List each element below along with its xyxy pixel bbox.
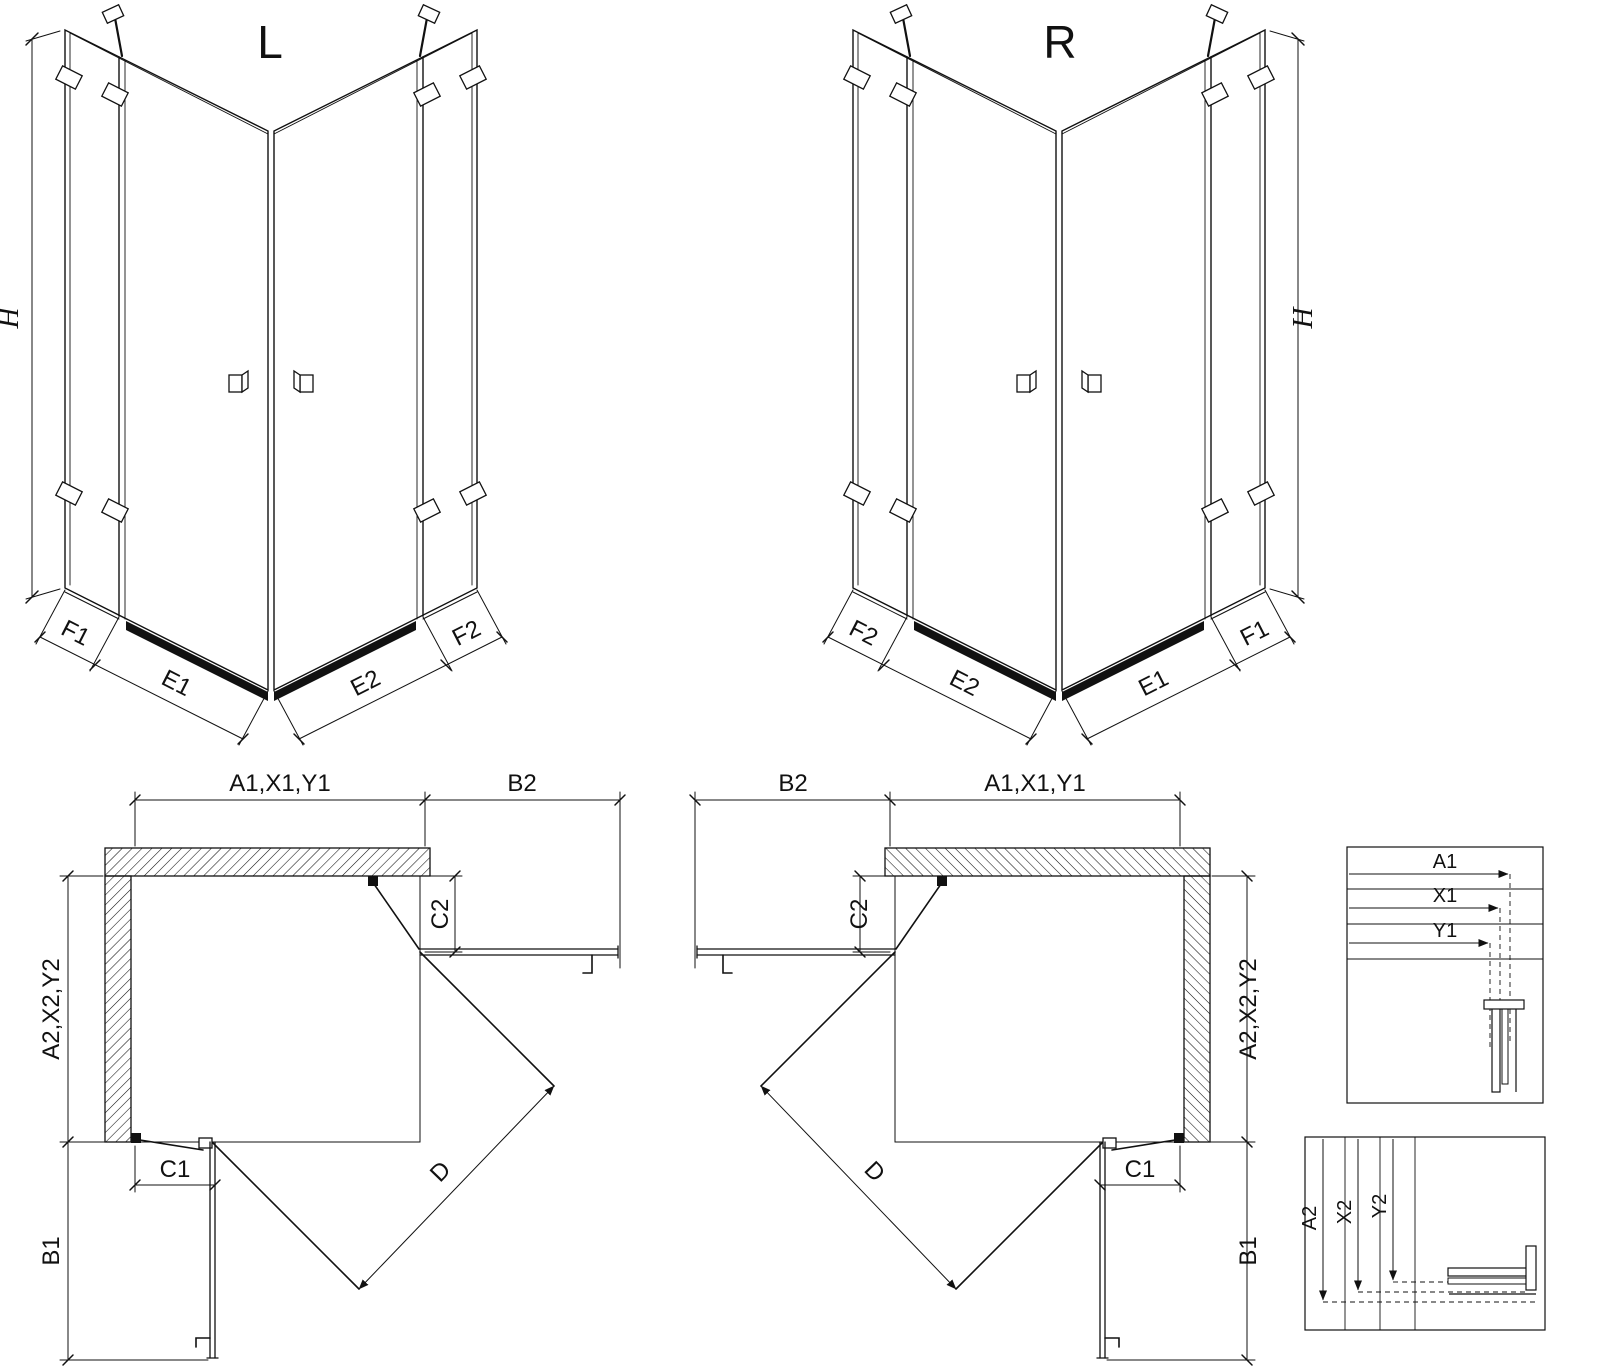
dim-label-a2x2y2-right: A2,X2,Y2 <box>1235 958 1262 1059</box>
dim-label-e2-right: E2 <box>945 665 983 702</box>
detail-vertical-dimensions: A2 X2 Y2 <box>1299 1136 1546 1331</box>
dim-label-d-right: D <box>859 1156 890 1187</box>
dim-label-c1-right: C1 <box>1125 1156 1156 1183</box>
dim-label-b1-left: B1 <box>38 1236 65 1265</box>
dim-label-y2-detail: Y2 <box>1369 1194 1391 1218</box>
dim-label-f1-left: F1 <box>57 615 94 652</box>
dim-label-c2-left: C2 <box>427 899 454 930</box>
detail-top-frame <box>1346 846 1544 1104</box>
dim-label-a1x1y1-right: A1,X1,Y1 <box>984 770 1085 797</box>
plan-view-left: A1,X1,Y1 B2 C2 A2,X2,Y2 C1 B1 D <box>38 770 625 1365</box>
dim-label-x1-detail: X1 <box>1433 885 1457 907</box>
variant-label-right: R <box>1043 16 1076 68</box>
detail-bottom-frame <box>1304 1136 1546 1331</box>
dim-label-x2-detail: X2 <box>1334 1200 1356 1224</box>
dim-label-f2-left: F2 <box>448 615 485 652</box>
plan-view-right: B2 A1,X1,Y1 C2 A2,X2,Y2 C1 B1 D <box>690 770 1262 1365</box>
variant-label-left: L <box>257 16 283 68</box>
dim-label-y1-detail: Y1 <box>1433 920 1457 942</box>
dim-label-h-left: H <box>0 305 25 329</box>
dim-label-a2x2y2-left: A2,X2,Y2 <box>38 958 65 1059</box>
dim-label-a1-detail: A1 <box>1433 851 1457 873</box>
dim-label-d-left: D <box>425 1156 456 1187</box>
dim-label-b1-right: B1 <box>1235 1236 1262 1265</box>
dim-label-a1x1y1-left: A1,X1,Y1 <box>229 770 330 797</box>
dim-label-a2-detail: A2 <box>1299 1206 1321 1230</box>
dim-label-b2-left: B2 <box>507 770 536 797</box>
perspective-view-right: R H F2 E2 E1 F1 <box>821 3 1319 747</box>
detail-horizontal-dimensions: A1 X1 Y1 <box>1346 846 1544 1104</box>
dim-label-b2-right: B2 <box>778 770 807 797</box>
dim-label-f1-right: F1 <box>1236 615 1273 652</box>
dim-label-c2-right: C2 <box>846 899 873 930</box>
wall-profile-section-bottom <box>1447 1245 1537 1295</box>
perspective-view-left: L H F1 E1 E2 F2 <box>0 3 509 747</box>
dim-label-f2-right: F2 <box>845 615 882 652</box>
dim-label-c1-left: C1 <box>160 1156 191 1183</box>
dim-label-e1-left: E1 <box>157 665 195 702</box>
dim-label-e1-right: E1 <box>1134 665 1172 702</box>
dim-label-h-right: H <box>1287 305 1319 329</box>
dim-label-e2-left: E2 <box>346 665 384 702</box>
wall-profile-section-top <box>1483 999 1525 1093</box>
